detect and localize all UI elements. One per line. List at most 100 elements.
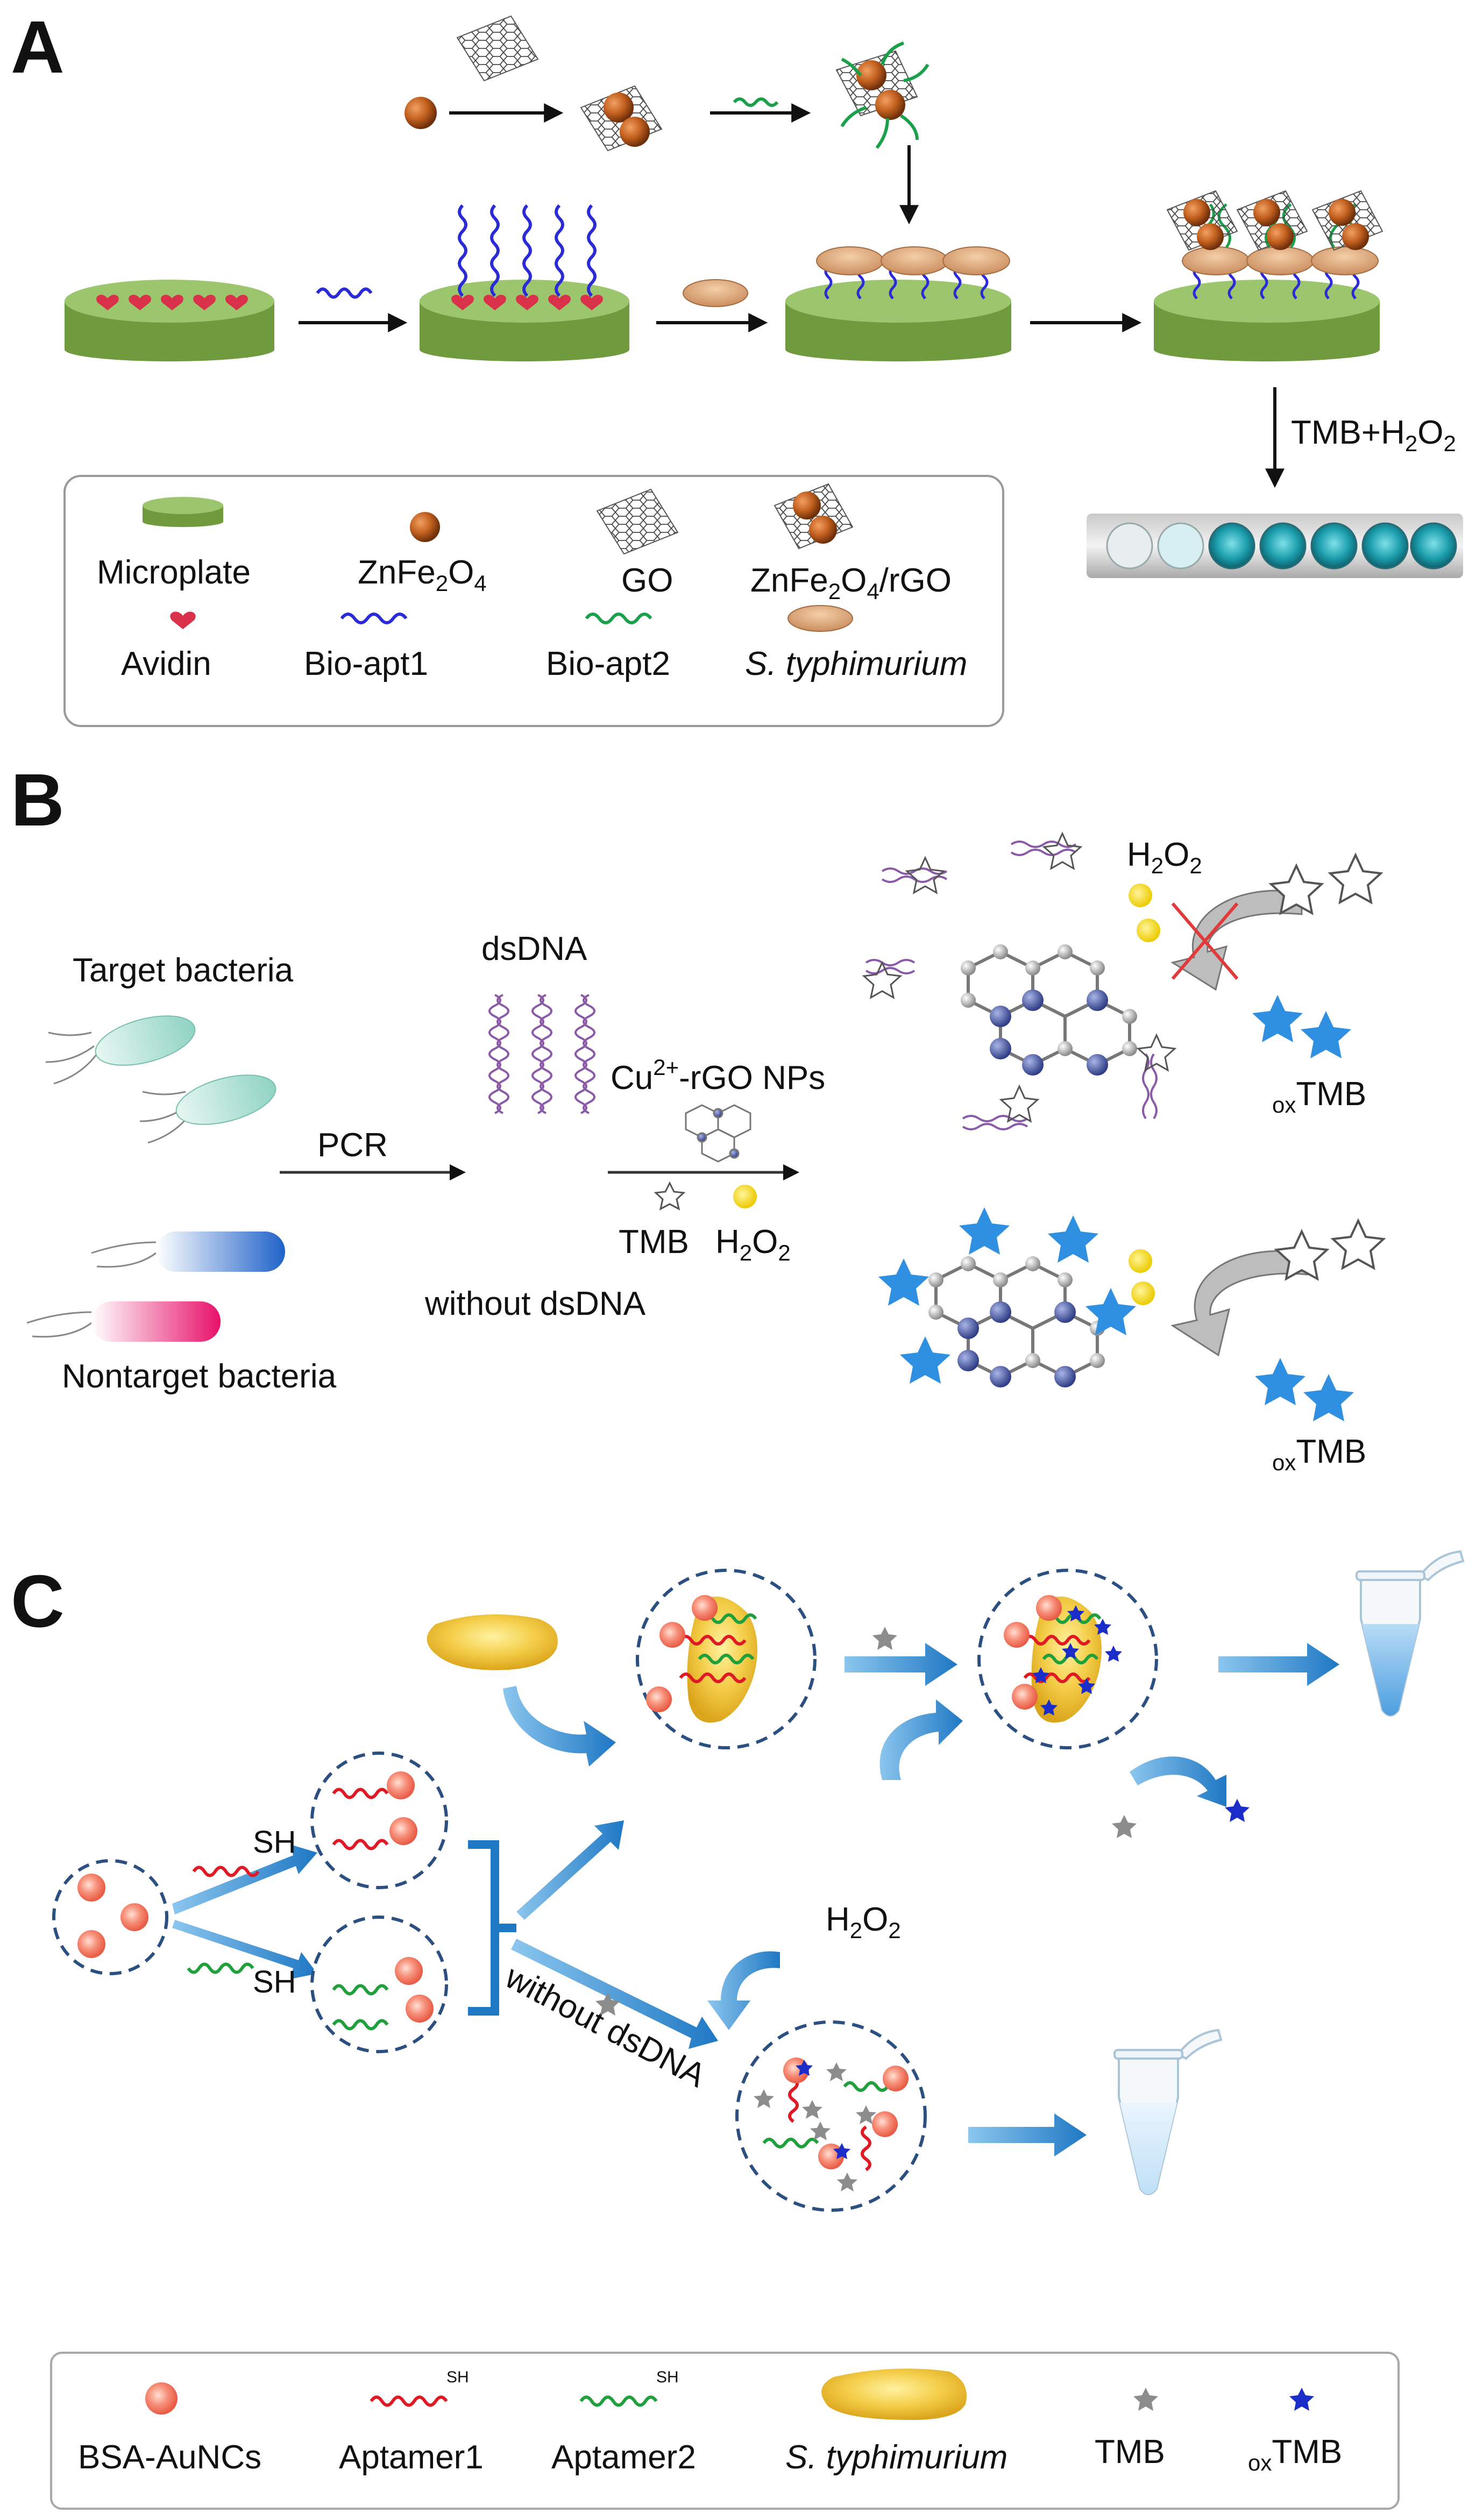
znfe2o4-rgo-legend-icon [774, 483, 854, 550]
oxidized-complex-circle [977, 1569, 1158, 1749]
legend-avidin: Avidin [121, 645, 211, 682]
tmb-legend-icon [1133, 2388, 1158, 2411]
pcr-label: PCR [317, 1127, 388, 1164]
curved-arrow-h2o2-bottom [707, 1951, 780, 2030]
legend-znfe2o4: ZnFe2O4 [358, 554, 487, 596]
h2o2-label-top: H2O2 [1127, 836, 1202, 878]
tmb-small-star-icon [654, 1181, 686, 1211]
ox-tmb-label-bottom: oxTMB [1272, 1433, 1366, 1475]
aunc-apt1-circle [310, 1752, 448, 1889]
inhibited-catalyst [862, 831, 1177, 1130]
legend-bio-apt1: Bio-apt1 [304, 645, 428, 682]
aunc-start-circle [52, 1859, 168, 1975]
microplate-4 [1154, 190, 1383, 361]
legend-sh-1: SH [446, 2368, 469, 2386]
dsdna-label: dsDNA [481, 930, 587, 967]
cu-rgo-nps-small-icon [685, 1104, 751, 1163]
go-sheet-top [456, 15, 539, 82]
go-legend-icon [596, 488, 679, 555]
legend-tmb: TMB [1095, 2433, 1165, 2471]
microplate-3 [785, 246, 1011, 361]
legend-aptamer2: Aptamer2 [551, 2439, 696, 2476]
arrow-c-to-bound [516, 1820, 624, 1920]
legend-microplate: Microplate [97, 554, 251, 591]
tube-clear [1113, 2028, 1223, 2195]
bio-apt2-legend-icon [585, 613, 652, 624]
tube-blue [1356, 1550, 1465, 1717]
bio-apt1-free [316, 287, 373, 299]
bio-apt2-free [733, 97, 779, 107]
unbound-circle [735, 2020, 927, 2212]
microplate-legend-icon [143, 497, 223, 527]
panel-a-letter: A [11, 6, 65, 89]
arrow-c-bound-to-oxidized [845, 1643, 957, 1686]
znfe2o4-rgo-composite-top [580, 85, 663, 152]
curved-arrow-h2o2-top [879, 1699, 963, 1780]
composite-with-apt2 [835, 41, 929, 149]
tmb-h2o2-label: TMB+H2O2 [1291, 414, 1456, 456]
bound-complex-circle [636, 1569, 817, 1749]
legend-s-typhimurium: S. typhimurium [745, 645, 967, 682]
avidin-legend-icon [170, 611, 196, 629]
legend-go: GO [621, 562, 673, 599]
tmb-label: TMB [619, 1223, 689, 1261]
tmb-stars-top [1268, 852, 1383, 915]
curved-arrow-top [1170, 889, 1303, 991]
s-typhimurium-legend-icon [787, 605, 853, 632]
without-dsdna-label-b: without dsDNA [424, 1285, 646, 1322]
well-strip-photo [1087, 514, 1463, 578]
h2o2-label-b: H2O2 [715, 1223, 791, 1265]
h2o2-dot-bottom-2 [1131, 1282, 1155, 1305]
tmb-star-release [1112, 1815, 1137, 1838]
arrow-c-to-unbound [511, 1939, 718, 2049]
arrow-c-start-bottom [172, 1920, 317, 1979]
legend-c: BSA-AuNCs SH Aptamer1 SH Aptamer2 S. typ… [50, 2352, 1400, 2510]
bio-apt1-legend-icon [340, 613, 408, 624]
legend-a: Microplate Avidin ZnFe2O4 Bio-apt1 GO Bi… [63, 475, 1004, 727]
legend-s-typhimurium-c: S. typhimurium [785, 2439, 1007, 2476]
tmb-star-c-mid [595, 1992, 620, 2016]
ox-tmb-stars-top [1252, 995, 1351, 1058]
cu-rgo-nps-label: Cu2+-rGO NPs [611, 1055, 825, 1097]
ox-tmb-label-top: oxTMB [1272, 1076, 1366, 1117]
bsa-aunc-legend-icon [145, 2382, 178, 2415]
target-bacteria-icon [45, 1015, 276, 1144]
panel-c-letter: C [11, 1560, 65, 1643]
znfe2o4-legend-icon [410, 512, 440, 542]
legend-sh-2: SH [656, 2368, 679, 2386]
tmb-stars-bottom [1274, 1218, 1386, 1281]
h2o2-label-c: H2O2 [826, 1901, 901, 1943]
nontarget-bacteria-icon [26, 1231, 285, 1342]
ox-tmb-star-release [1225, 1799, 1250, 1822]
arrow-c-to-tube-top [1218, 1643, 1339, 1686]
tmb-star-c-top [872, 1627, 897, 1650]
nontarget-bacteria-label: Nontarget bacteria [62, 1358, 337, 1395]
curved-arrow-release [1130, 1756, 1226, 1807]
dsdna-helix-icon [488, 994, 595, 1114]
ox-tmb-stars-bottom [1255, 1358, 1354, 1421]
legend-ox-tmb: oxTMB [1248, 2433, 1342, 2475]
aptamer1-sh-free [192, 1866, 260, 1877]
arrow-c-start-top [172, 1845, 317, 1914]
aunc-apt2-circle [310, 1916, 448, 2053]
panel-b-letter: B [11, 759, 65, 842]
s-typhimurium-free-c [427, 1614, 558, 1670]
aptamer1-legend-icon [370, 2395, 448, 2407]
panel-b: B Target bacteria Nontarget bacteria PCR… [11, 759, 1386, 1475]
h2o2-dot-top-2 [1137, 919, 1160, 942]
microplate-1 [65, 280, 274, 361]
panel-c: C SH SH without ds [11, 1550, 1465, 2510]
sh-label-1: SH [253, 1825, 296, 1860]
h2o2-small-dot-icon [733, 1185, 757, 1208]
legend-aptamer1: Aptamer1 [339, 2439, 484, 2476]
s-typhimurium-legend-c-icon [821, 2368, 967, 2420]
ox-tmb-legend-icon [1289, 2388, 1314, 2411]
curved-arrow-bacteria [503, 1686, 616, 1767]
aptamer2-sh-free [187, 1962, 254, 1974]
bracket-c [468, 1840, 516, 2016]
h2o2-dot-top-1 [1129, 884, 1152, 907]
curved-arrow-bottom [1170, 1250, 1308, 1357]
sh-label-2: SH [253, 1964, 296, 1999]
s-typhimurium-free [683, 279, 748, 307]
arrow-c-to-tube-bottom [968, 2113, 1087, 2156]
